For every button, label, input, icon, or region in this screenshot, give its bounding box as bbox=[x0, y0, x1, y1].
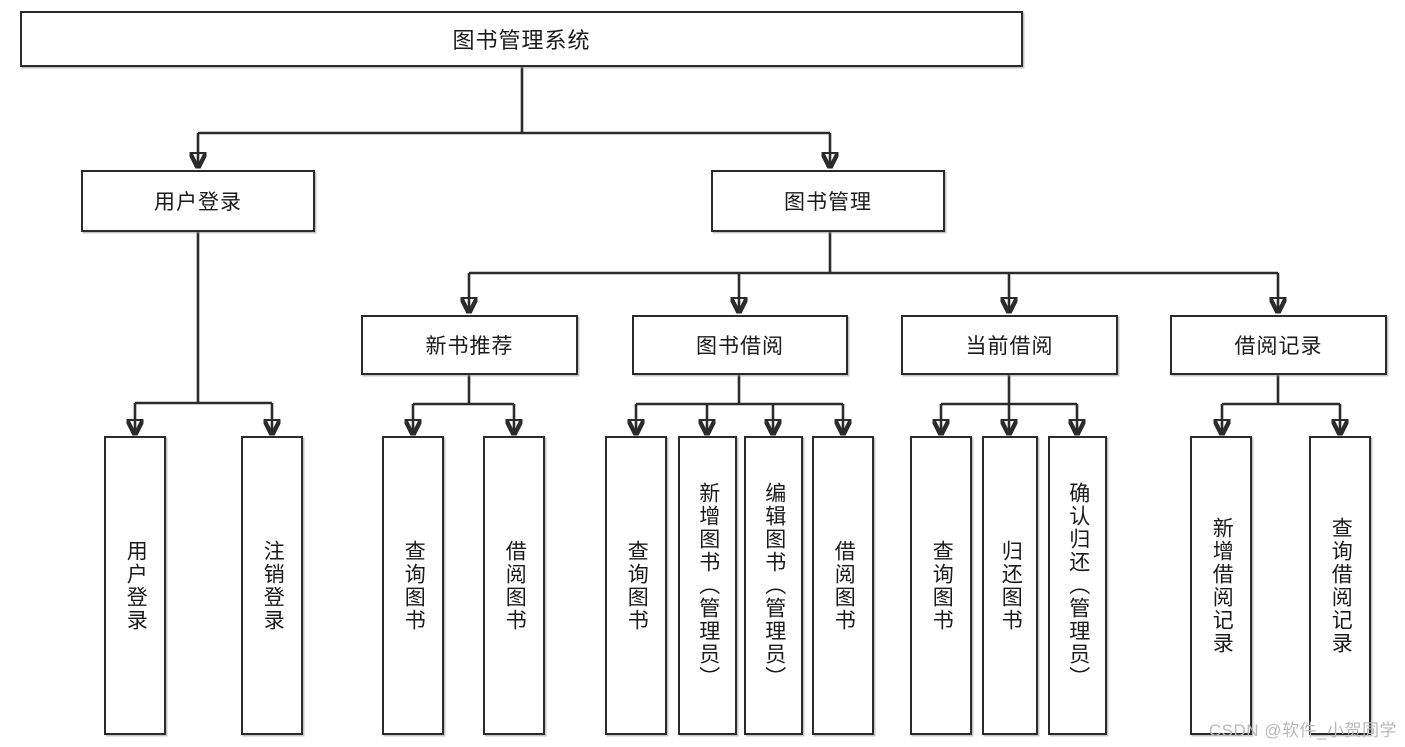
node-label: 查询图书 bbox=[930, 539, 954, 632]
node-borrow-record[interactable]: 借阅记录 bbox=[1170, 315, 1387, 375]
node-book-management[interactable]: 图书管理 bbox=[711, 170, 945, 232]
node-label: 归还图书 bbox=[999, 539, 1023, 632]
node-label: 新增借阅记录 bbox=[1210, 516, 1234, 655]
leaf-borrow-record-query-record[interactable]: 查询借阅记录 bbox=[1309, 436, 1371, 735]
node-label: 图书管理系统 bbox=[452, 28, 591, 53]
leaf-new-book-query-book[interactable]: 查询图书 bbox=[382, 436, 444, 735]
node-new-book-recommend[interactable]: 新书推荐 bbox=[361, 315, 578, 375]
leaf-user-login-login[interactable]: 用户登录 bbox=[104, 436, 166, 735]
leaf-book-borrow-edit-book-admin[interactable]: 编辑图书（管理员） bbox=[744, 436, 803, 735]
node-user-login[interactable]: 用户登录 bbox=[81, 170, 315, 232]
leaf-user-login-logout[interactable]: 注销登录 bbox=[241, 436, 303, 735]
leaf-book-borrow-query-book[interactable]: 查询图书 bbox=[605, 436, 667, 735]
node-label: 编辑图书（管理员） bbox=[762, 482, 786, 689]
leaf-current-borrow-confirm-return-admin[interactable]: 确认归还（管理员） bbox=[1048, 436, 1107, 735]
leaf-new-book-borrow-book[interactable]: 借阅图书 bbox=[483, 436, 545, 735]
leaf-current-borrow-return-book[interactable]: 归还图书 bbox=[982, 436, 1038, 735]
node-book-borrow[interactable]: 图书借阅 bbox=[632, 315, 848, 375]
leaf-book-borrow-borrow-book[interactable]: 借阅图书 bbox=[812, 436, 874, 735]
node-label: 当前借阅 bbox=[965, 335, 1054, 358]
node-label: 用户登录 bbox=[154, 191, 242, 214]
node-root-system[interactable]: 图书管理系统 bbox=[20, 11, 1023, 67]
node-label: 查询图书 bbox=[625, 539, 649, 632]
node-label: 图书借阅 bbox=[696, 335, 784, 358]
node-label: 借阅图书 bbox=[832, 539, 856, 632]
node-label: 新书推荐 bbox=[425, 335, 514, 358]
node-label: 查询借阅记录 bbox=[1329, 516, 1353, 655]
node-label: 图书管理 bbox=[784, 191, 872, 214]
csdn-watermark: CSDN @软件_小贺同学 bbox=[1208, 721, 1397, 740]
leaf-book-borrow-add-book-admin[interactable]: 新增图书（管理员） bbox=[678, 436, 737, 735]
node-label: 新增图书（管理员） bbox=[696, 482, 720, 689]
node-label: 借阅图书 bbox=[503, 539, 527, 632]
node-label: 确认归还（管理员） bbox=[1066, 482, 1090, 689]
node-label: 查询图书 bbox=[402, 539, 426, 632]
node-current-borrow[interactable]: 当前借阅 bbox=[901, 315, 1118, 375]
node-label: 用户登录 bbox=[124, 539, 148, 632]
leaf-borrow-record-add-record[interactable]: 新增借阅记录 bbox=[1190, 436, 1252, 735]
leaf-current-borrow-query-book[interactable]: 查询图书 bbox=[910, 436, 972, 735]
node-label: 注销登录 bbox=[261, 539, 285, 632]
node-label: 借阅记录 bbox=[1234, 335, 1323, 358]
